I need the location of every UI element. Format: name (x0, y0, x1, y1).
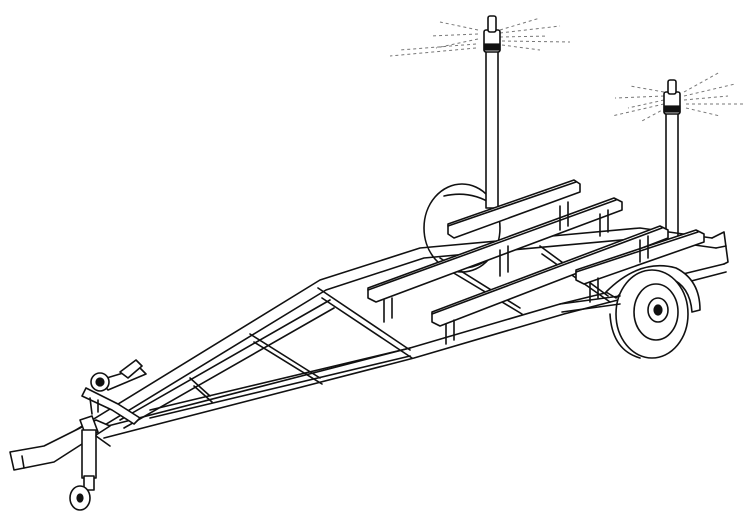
right-wheel-assembly (559, 264, 701, 359)
right-light-rays (611, 71, 744, 123)
jack-wheel-icon (69, 415, 111, 511)
bunk-boards (367, 179, 705, 345)
left-guide-post (483, 15, 501, 209)
winch-icon (81, 359, 147, 425)
left-light-rays (389, 17, 571, 57)
right-guide-post (663, 79, 681, 251)
